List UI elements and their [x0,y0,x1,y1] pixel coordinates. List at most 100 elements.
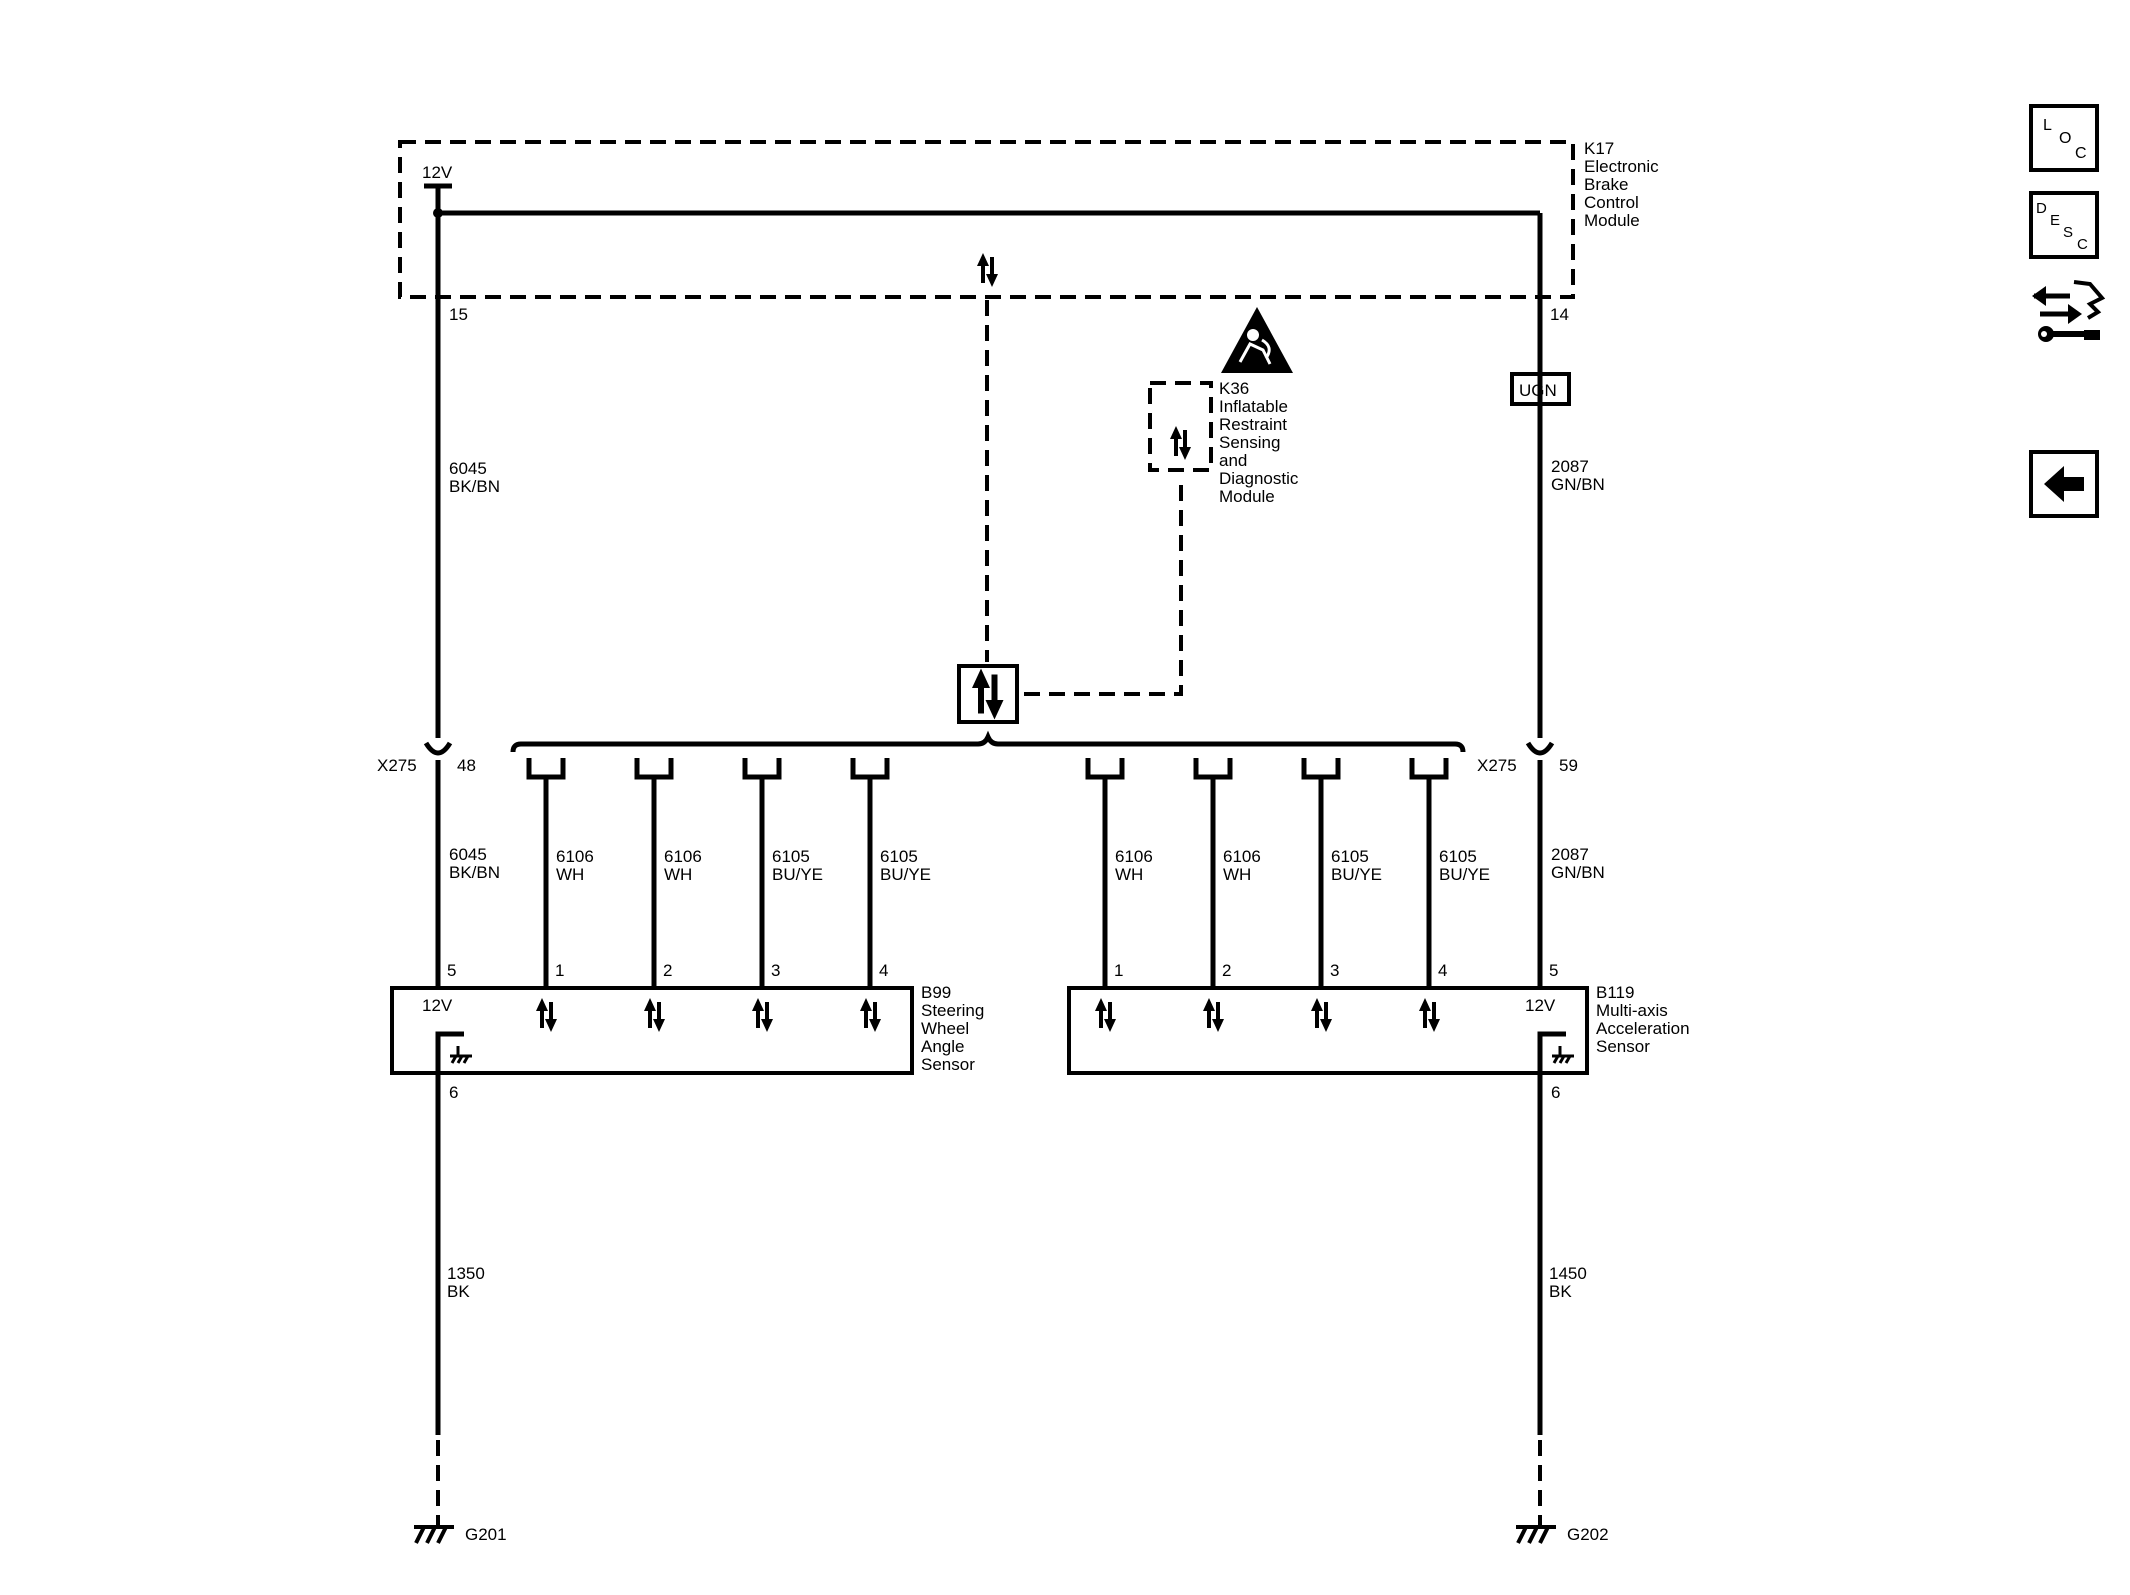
svg-text:BU/YE: BU/YE [1331,865,1382,884]
ugn-connector-box [1510,372,1571,406]
wire-2087-upper-label: 2087 GN/BN [1551,457,1605,494]
svg-text:Diagnostic: Diagnostic [1219,469,1299,488]
g202-label: G202 [1567,1525,1609,1544]
b119-serial-arrows-icon-4 [1417,996,1442,1034]
b119-serial-arrows-icon-2 [1201,996,1226,1034]
svg-text:WH: WH [1223,865,1251,884]
x275-left-pin: 48 [457,756,476,775]
b99-pin-6: 6 [449,1083,458,1102]
b119-supply-label: 12V [1525,996,1556,1015]
back-arrow-icon[interactable] [2029,450,2099,518]
svg-text:Acceleration: Acceleration [1596,1019,1690,1038]
svg-text:BU/YE: BU/YE [1439,865,1490,884]
svg-text:BU/YE: BU/YE [880,865,931,884]
svg-text:6105: 6105 [1439,847,1477,866]
k17-pin-14: 14 [1550,305,1569,324]
svg-text:Brake: Brake [1584,175,1628,194]
desc-icon[interactable]: D E S C [2029,191,2099,259]
svg-text:6105: 6105 [772,847,810,866]
serial-data-junction-arrows-icon [972,669,1004,720]
svg-text:D: D [2036,200,2047,217]
svg-text:E: E [2050,212,2060,229]
b119-pin-1: 1 [1114,961,1123,980]
b99-serial-arrows-icon-1 [534,996,559,1034]
g201-label: G201 [465,1525,507,1544]
svg-text:Control: Control [1584,193,1639,212]
b99-serial-arrows-icon-2 [642,996,667,1034]
b119-pin-5: 5 [1549,961,1558,980]
k17-module-label: K17 Electronic Brake Control Module [1584,139,1659,230]
svg-text:Inflatable: Inflatable [1219,397,1288,416]
airbag-warning-icon [1221,307,1293,373]
b119-internal-ground-icon [1552,1046,1574,1064]
svg-text:6106: 6106 [1223,847,1261,866]
bus-tap-b99-2 [634,758,674,780]
x275-right-label: X275 [1477,756,1517,775]
wire-6045-upper-label: 6045 BK/BN [449,459,500,496]
b99-internal-ground [435,1031,464,1073]
ground-icon-right [1514,1525,1558,1545]
svg-text:Steering: Steering [921,1001,984,1020]
svg-text:S: S [2063,224,2073,241]
svg-text:Module: Module [1584,211,1640,230]
svg-text:Sensor: Sensor [1596,1037,1650,1056]
svg-text:WH: WH [664,865,692,884]
b119-pin-6: 6 [1551,1083,1560,1102]
svg-text:Restraint: Restraint [1219,415,1287,434]
k17-supply-label: 12V [422,163,453,182]
svg-text:BK/BN: BK/BN [449,477,500,496]
svg-text:B99: B99 [921,983,951,1002]
b99-module-box [390,986,914,1075]
b119-pin-3: 3 [1330,961,1339,980]
wire-2087-lower-label: 2087 GN/BN [1551,845,1605,882]
b119-module-box [1067,986,1589,1075]
svg-text:2087: 2087 [1551,457,1589,476]
svg-text:WH: WH [1115,865,1143,884]
svg-text:Sensor: Sensor [921,1055,975,1074]
b99-pin-2: 2 [663,961,672,980]
k36-module-box [1148,381,1213,472]
bus-tap-b99-4 [850,758,890,780]
serial-data-link-k36 [1024,478,1183,696]
bus-tap-b119-4 [1409,758,1449,780]
bus-tap-b119-3 [1301,758,1341,780]
svg-text:K17: K17 [1584,139,1614,158]
k17-pin-15: 15 [449,305,468,324]
svg-text:GN/BN: GN/BN [1551,475,1605,494]
svg-text:B119: B119 [1596,983,1634,1002]
svg-text:BK: BK [1549,1282,1572,1301]
b119-serial-arrows-icon-3 [1309,996,1334,1034]
svg-text:6105: 6105 [1331,847,1369,866]
svg-text:Electronic: Electronic [1584,157,1659,176]
connector-repair-icon[interactable] [2032,280,2106,342]
b99-pin-5: 5 [447,961,456,980]
b119-serial-arrows-icon-1 [1093,996,1118,1034]
wire-1350-label: 1350 BK [447,1264,485,1301]
svg-text:BK/BN: BK/BN [449,863,500,882]
svg-text:Angle: Angle [921,1037,964,1056]
x275-right-connector [1525,741,1555,756]
b99-pin-3: 3 [771,961,780,980]
b99-supply-label: 12V [422,996,453,1015]
serial-data-junction-box [957,664,1019,724]
loc-icon[interactable]: L O C [2029,104,2099,172]
b99-pin-1: 1 [555,961,564,980]
serial-data-arrows-icon [975,251,1000,289]
svg-text:6106: 6106 [664,847,702,866]
svg-text:and: and [1219,451,1247,470]
x275-left-connector [423,741,453,756]
b99-pin-4: 4 [879,961,888,980]
svg-text:Module: Module [1219,487,1275,506]
svg-text:6106: 6106 [556,847,594,866]
svg-text:6045: 6045 [449,845,487,864]
svg-text:K36: K36 [1219,379,1249,398]
b99-internal-ground-icon [450,1046,472,1064]
k17-module-box [398,140,1575,299]
svg-text:1350: 1350 [447,1264,485,1283]
